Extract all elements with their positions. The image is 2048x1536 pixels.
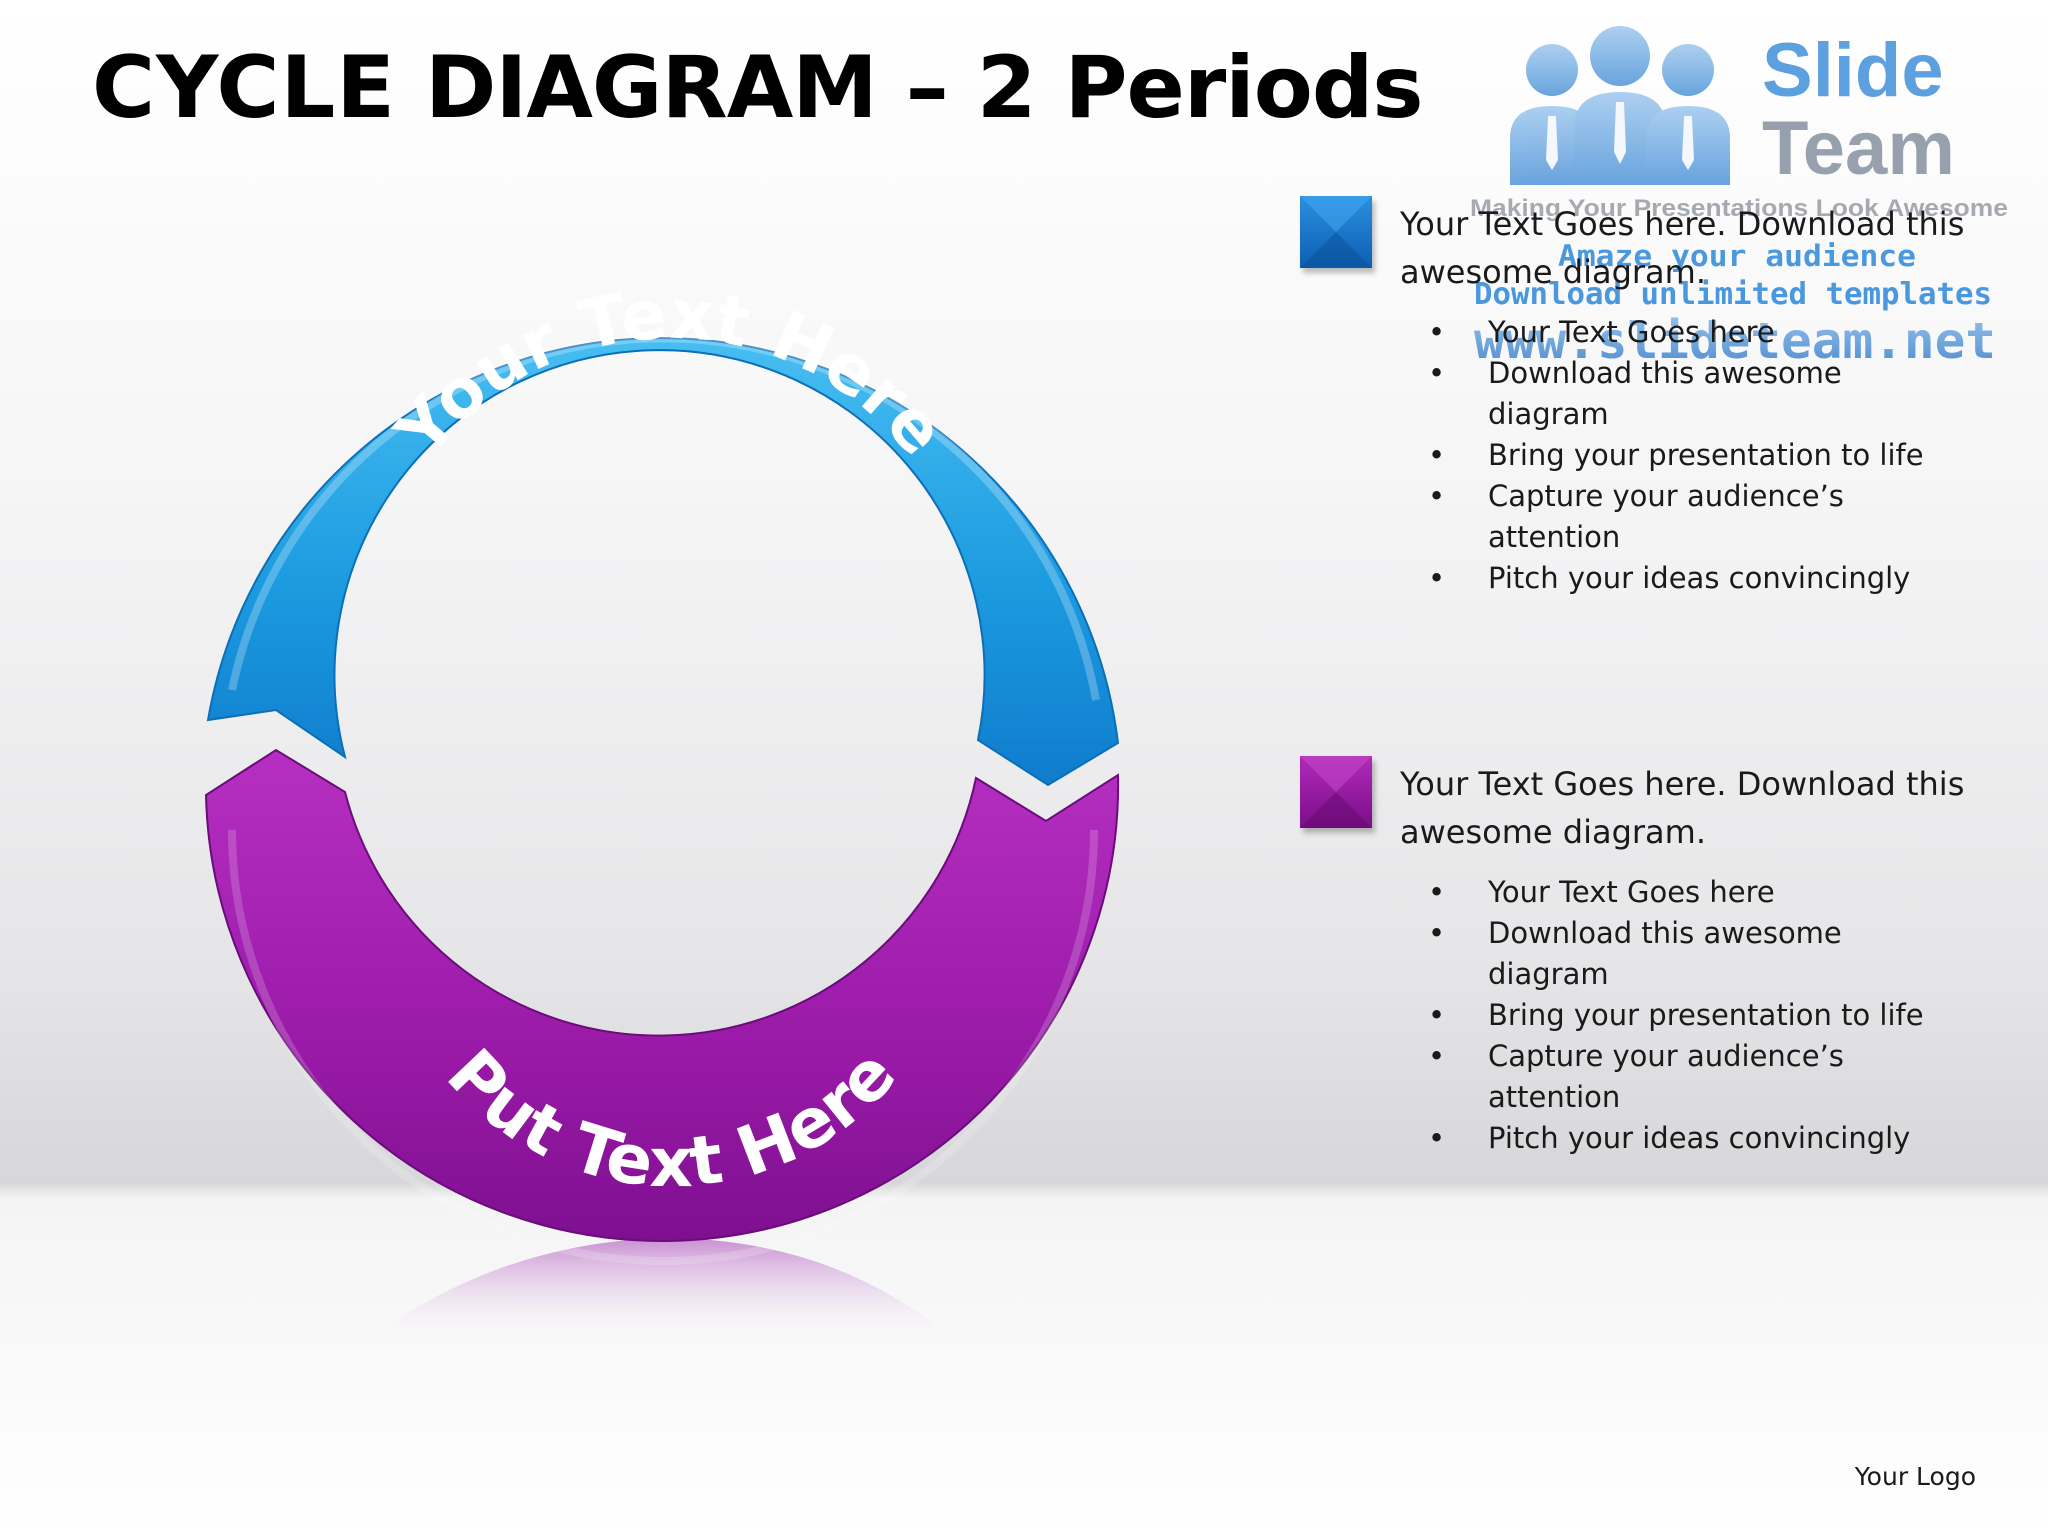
watermark-brand-slide: Slide: [1762, 28, 1944, 113]
footer-logo-placeholder: Your Logo: [1854, 1462, 1976, 1491]
list-item: Your Text Goes here: [1428, 312, 1968, 353]
list-item: Pitch your ideas convincingly: [1428, 1118, 1968, 1159]
top-arc-arrow-blue: [206, 337, 1120, 787]
panel-1-heading: Your Text Goes here. Download this aweso…: [1400, 205, 1965, 291]
list-item: Your Text Goes here: [1428, 872, 1968, 913]
watermark-brand-team: Team: [1762, 106, 1955, 191]
list-item: Bring your presentation to life: [1428, 995, 1968, 1036]
people-group-icon: [1510, 26, 1730, 185]
title-part-cycle: CYCLE: [92, 38, 396, 138]
top-arc-highlight: [228, 334, 1100, 701]
title-part-rest: DIAGRAM – 2 Periods: [424, 38, 1424, 138]
cycle-diagram: Your Text Here Put Text Here: [190, 276, 1150, 1370]
square-bullet-icon: [1300, 756, 1372, 828]
panel-2-bullet-list: Your Text Goes here Download this awesom…: [1428, 872, 1968, 1159]
watermark-line-amaze: Amaze your audience: [1558, 239, 1916, 273]
list-item: Pitch your ideas convincingly: [1428, 558, 1968, 599]
top-arc-label-text: Your Text Here: [381, 276, 960, 473]
bottom-arc-arrow-purple: [204, 748, 1120, 1243]
list-item: Capture your audience’s attention: [1428, 1036, 1968, 1118]
list-item: Capture your audience’s attention: [1428, 476, 1968, 558]
bottom-arc-highlight: [228, 829, 1098, 1265]
watermark-line-download: Download unlimited templates: [1474, 277, 1992, 312]
panel-1-bullet-list: Your Text Goes here Download this awesom…: [1428, 312, 1968, 599]
cycle-diagram-svg: Your Text Here Put Text Here: [204, 276, 1120, 1345]
watermark-tagline: Making Your Presentations Look Awesome: [1470, 195, 2008, 222]
ring-reflection: [360, 1238, 960, 1345]
list-item: Download this awesome diagram: [1428, 913, 1968, 995]
top-arc-label: Your Text Here: [381, 276, 960, 473]
slide-title: CYCLE DIAGRAM – 2 Periods: [92, 38, 1424, 138]
panel-2-heading: Your Text Goes here. Download this aweso…: [1400, 765, 1965, 851]
list-item: Download this awesome diagram: [1428, 353, 1968, 435]
list-item: Bring your presentation to life: [1428, 435, 1968, 476]
square-bullet-icon: [1300, 196, 1372, 268]
